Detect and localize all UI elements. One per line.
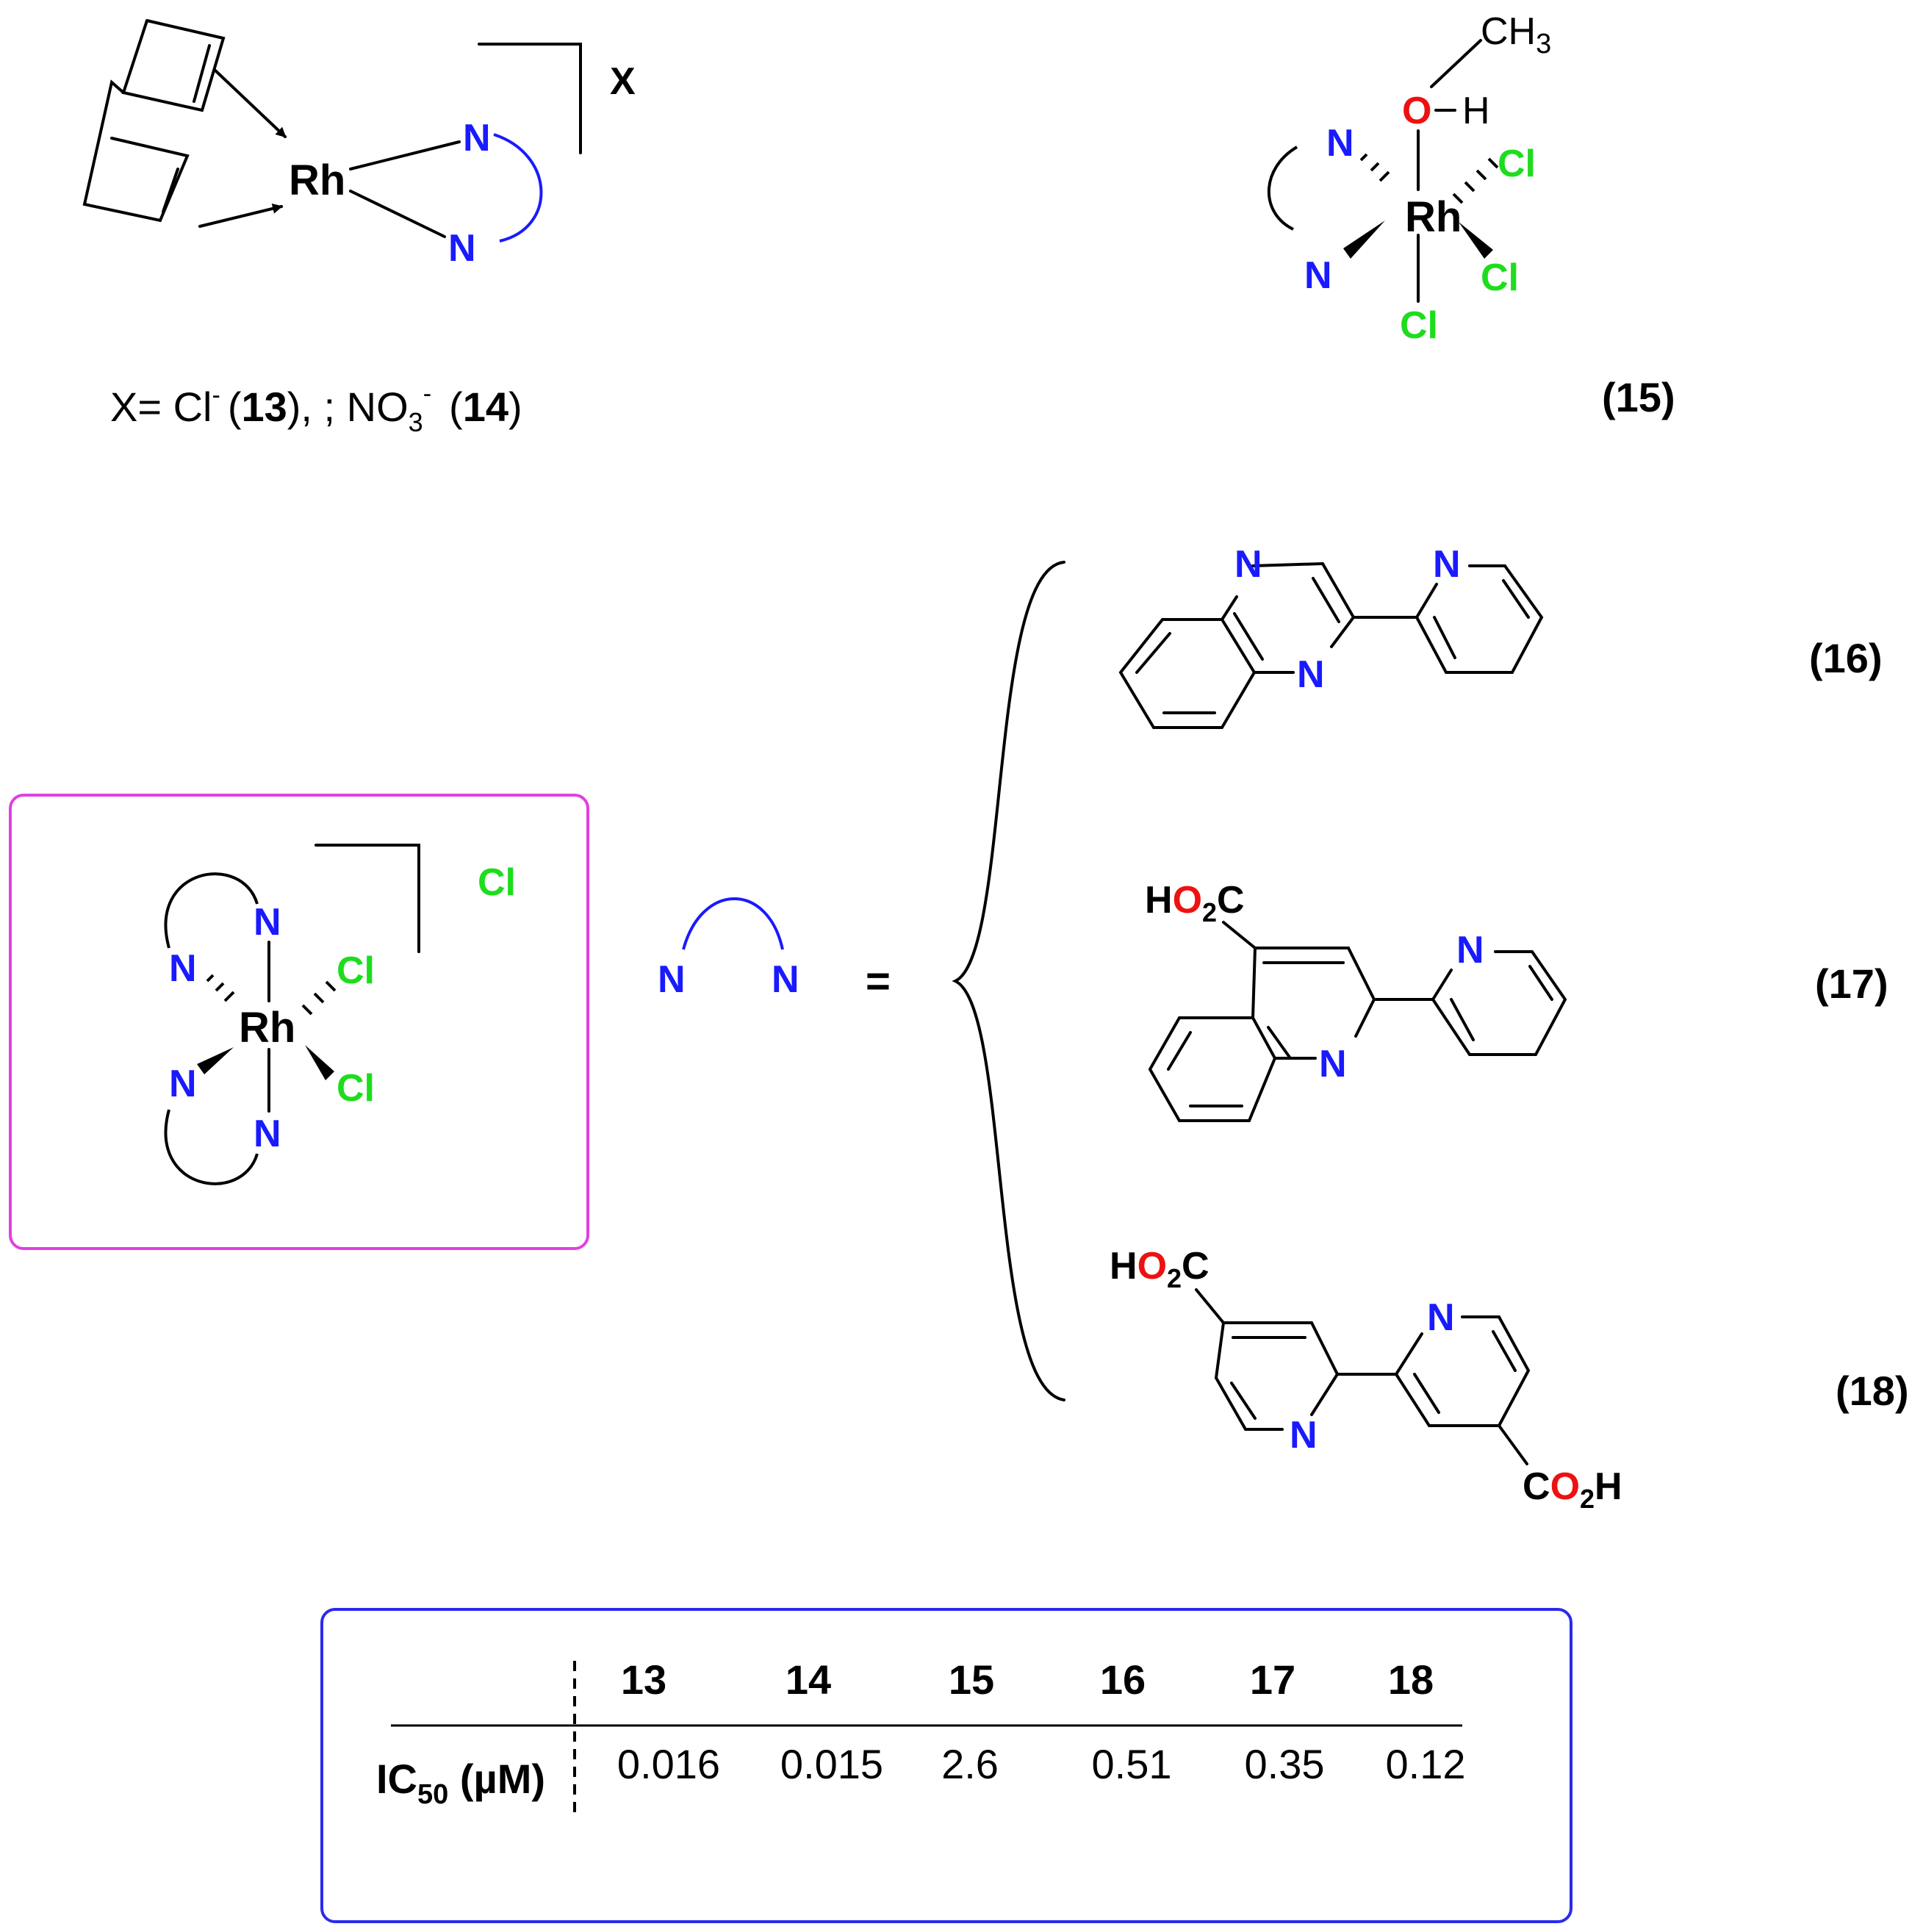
table-row-label: IC50 (µM) <box>376 1756 545 1810</box>
nitrogen-atom: N <box>169 1063 197 1105</box>
nitrogen-atom: N <box>1234 543 1262 586</box>
coordination-arrow <box>213 68 287 138</box>
cyclooctadiene-ligand <box>82 19 226 223</box>
curly-brace <box>952 561 1065 1401</box>
hydrogen-atom: H <box>1462 90 1490 132</box>
table-value-cell: 0.016 <box>617 1741 720 1787</box>
nitrogen-atom: N <box>1290 1414 1318 1457</box>
table-value-cell: 0.12 <box>1386 1741 1466 1787</box>
ligand-16: N N N (16) <box>1118 543 1883 729</box>
table-value-cell: 0.51 <box>1092 1741 1172 1787</box>
rhodium-atom: Rh <box>289 157 345 204</box>
table-header-cell: 18 <box>1388 1656 1434 1703</box>
table-value-cell: 0.015 <box>780 1741 883 1787</box>
bidentate-ligand-arc <box>1267 146 1298 231</box>
ligand-16-label: (16) <box>1809 635 1883 681</box>
nitrogen-atom: N <box>1326 122 1354 165</box>
carboxyl-group: CO2H <box>1523 1465 1622 1514</box>
table-value-cell: 0.35 <box>1245 1741 1325 1787</box>
chlorine-atom: Cl <box>1498 143 1536 185</box>
table-header-cell: 13 <box>621 1656 666 1703</box>
equals-sign: = <box>866 958 891 1005</box>
ligand-17-label: (17) <box>1815 960 1888 1007</box>
counter-ion-cl: Cl <box>478 861 516 904</box>
nitrogen-atom: N <box>1433 543 1461 586</box>
boxed-bis-chelate-complex: Rh N N N N Cl Cl Cl <box>164 844 516 1185</box>
complex-15-label: (15) <box>1602 374 1675 420</box>
methyl-group: CH3 <box>1481 10 1551 60</box>
table-header-cell: 17 <box>1250 1656 1295 1703</box>
carboxyl-group: HO2C <box>1145 879 1245 927</box>
complex-15: Rh O H CH3 N N Cl Cl Cl (15) <box>1267 10 1675 420</box>
nitrogen-atom: N <box>772 958 799 1001</box>
complex-13-14: Rh N N X X= Cl-(13), ; NO3-(14) <box>82 19 636 437</box>
nitrogen-atom: N <box>1304 254 1332 297</box>
bidentate-ligand-arc <box>164 872 259 949</box>
carboxyl-group: HO2C <box>1110 1245 1209 1293</box>
bidentate-ligand-arc <box>164 1109 259 1185</box>
bidentate-ligand-arc <box>682 897 784 950</box>
nitrogen-atom: N <box>448 227 476 270</box>
nitrogen-atom: N <box>1297 653 1325 696</box>
oxygen-atom: O <box>1402 90 1431 132</box>
nitrogen-atom: N <box>169 947 197 990</box>
nn-ligand-definition: N N = <box>658 561 1065 1401</box>
ligand-17: HO2C N N (17) <box>1145 879 1888 1122</box>
nitrogen-atom: N <box>658 958 686 1001</box>
rhodium-atom: Rh <box>1405 193 1462 241</box>
nitrogen-atom: N <box>254 901 281 944</box>
nitrogen-atom: N <box>1319 1043 1347 1085</box>
ic50-table-box <box>320 1608 1572 1923</box>
table-header-cell: 14 <box>786 1656 831 1703</box>
table-value-row: 0.016 0.015 2.6 0.51 0.35 0.12 <box>617 1741 1466 1787</box>
charge-bracket <box>314 844 420 953</box>
table-header-row: 13 14 15 16 17 18 <box>621 1656 1434 1703</box>
table-value-cell: 2.6 <box>941 1741 999 1787</box>
ic50-table: IC50 (µM) 13 14 15 16 17 18 0.016 0.015 2.6 0.51… <box>376 1656 1466 1815</box>
ligand-18: HO2C N N CO2H (18) <box>1110 1245 1909 1514</box>
table-header-cell: 15 <box>949 1656 994 1703</box>
chlorine-atom: Cl <box>337 949 375 992</box>
coordination-arrow <box>198 204 283 228</box>
chlorine-atom: Cl <box>1481 256 1519 299</box>
highlight-box-magenta <box>9 794 589 1250</box>
chlorine-atom: Cl <box>1400 304 1438 347</box>
bidentate-ligand-arc <box>493 133 543 243</box>
charge-bracket <box>478 43 582 154</box>
nitrogen-atom: N <box>254 1113 281 1155</box>
complex-13-14-caption: X= Cl-(13), ; NO3-(14) <box>110 380 522 437</box>
nitrogen-atom: N <box>1427 1296 1455 1339</box>
rhodium-atom: Rh <box>239 1004 295 1052</box>
ligand-18-label: (18) <box>1836 1368 1909 1414</box>
counter-ion-x: X <box>610 60 636 103</box>
nitrogen-atom: N <box>1456 929 1484 972</box>
table-header-cell: 16 <box>1100 1656 1146 1703</box>
nitrogen-atom: N <box>463 117 491 159</box>
chlorine-atom: Cl <box>337 1067 375 1110</box>
